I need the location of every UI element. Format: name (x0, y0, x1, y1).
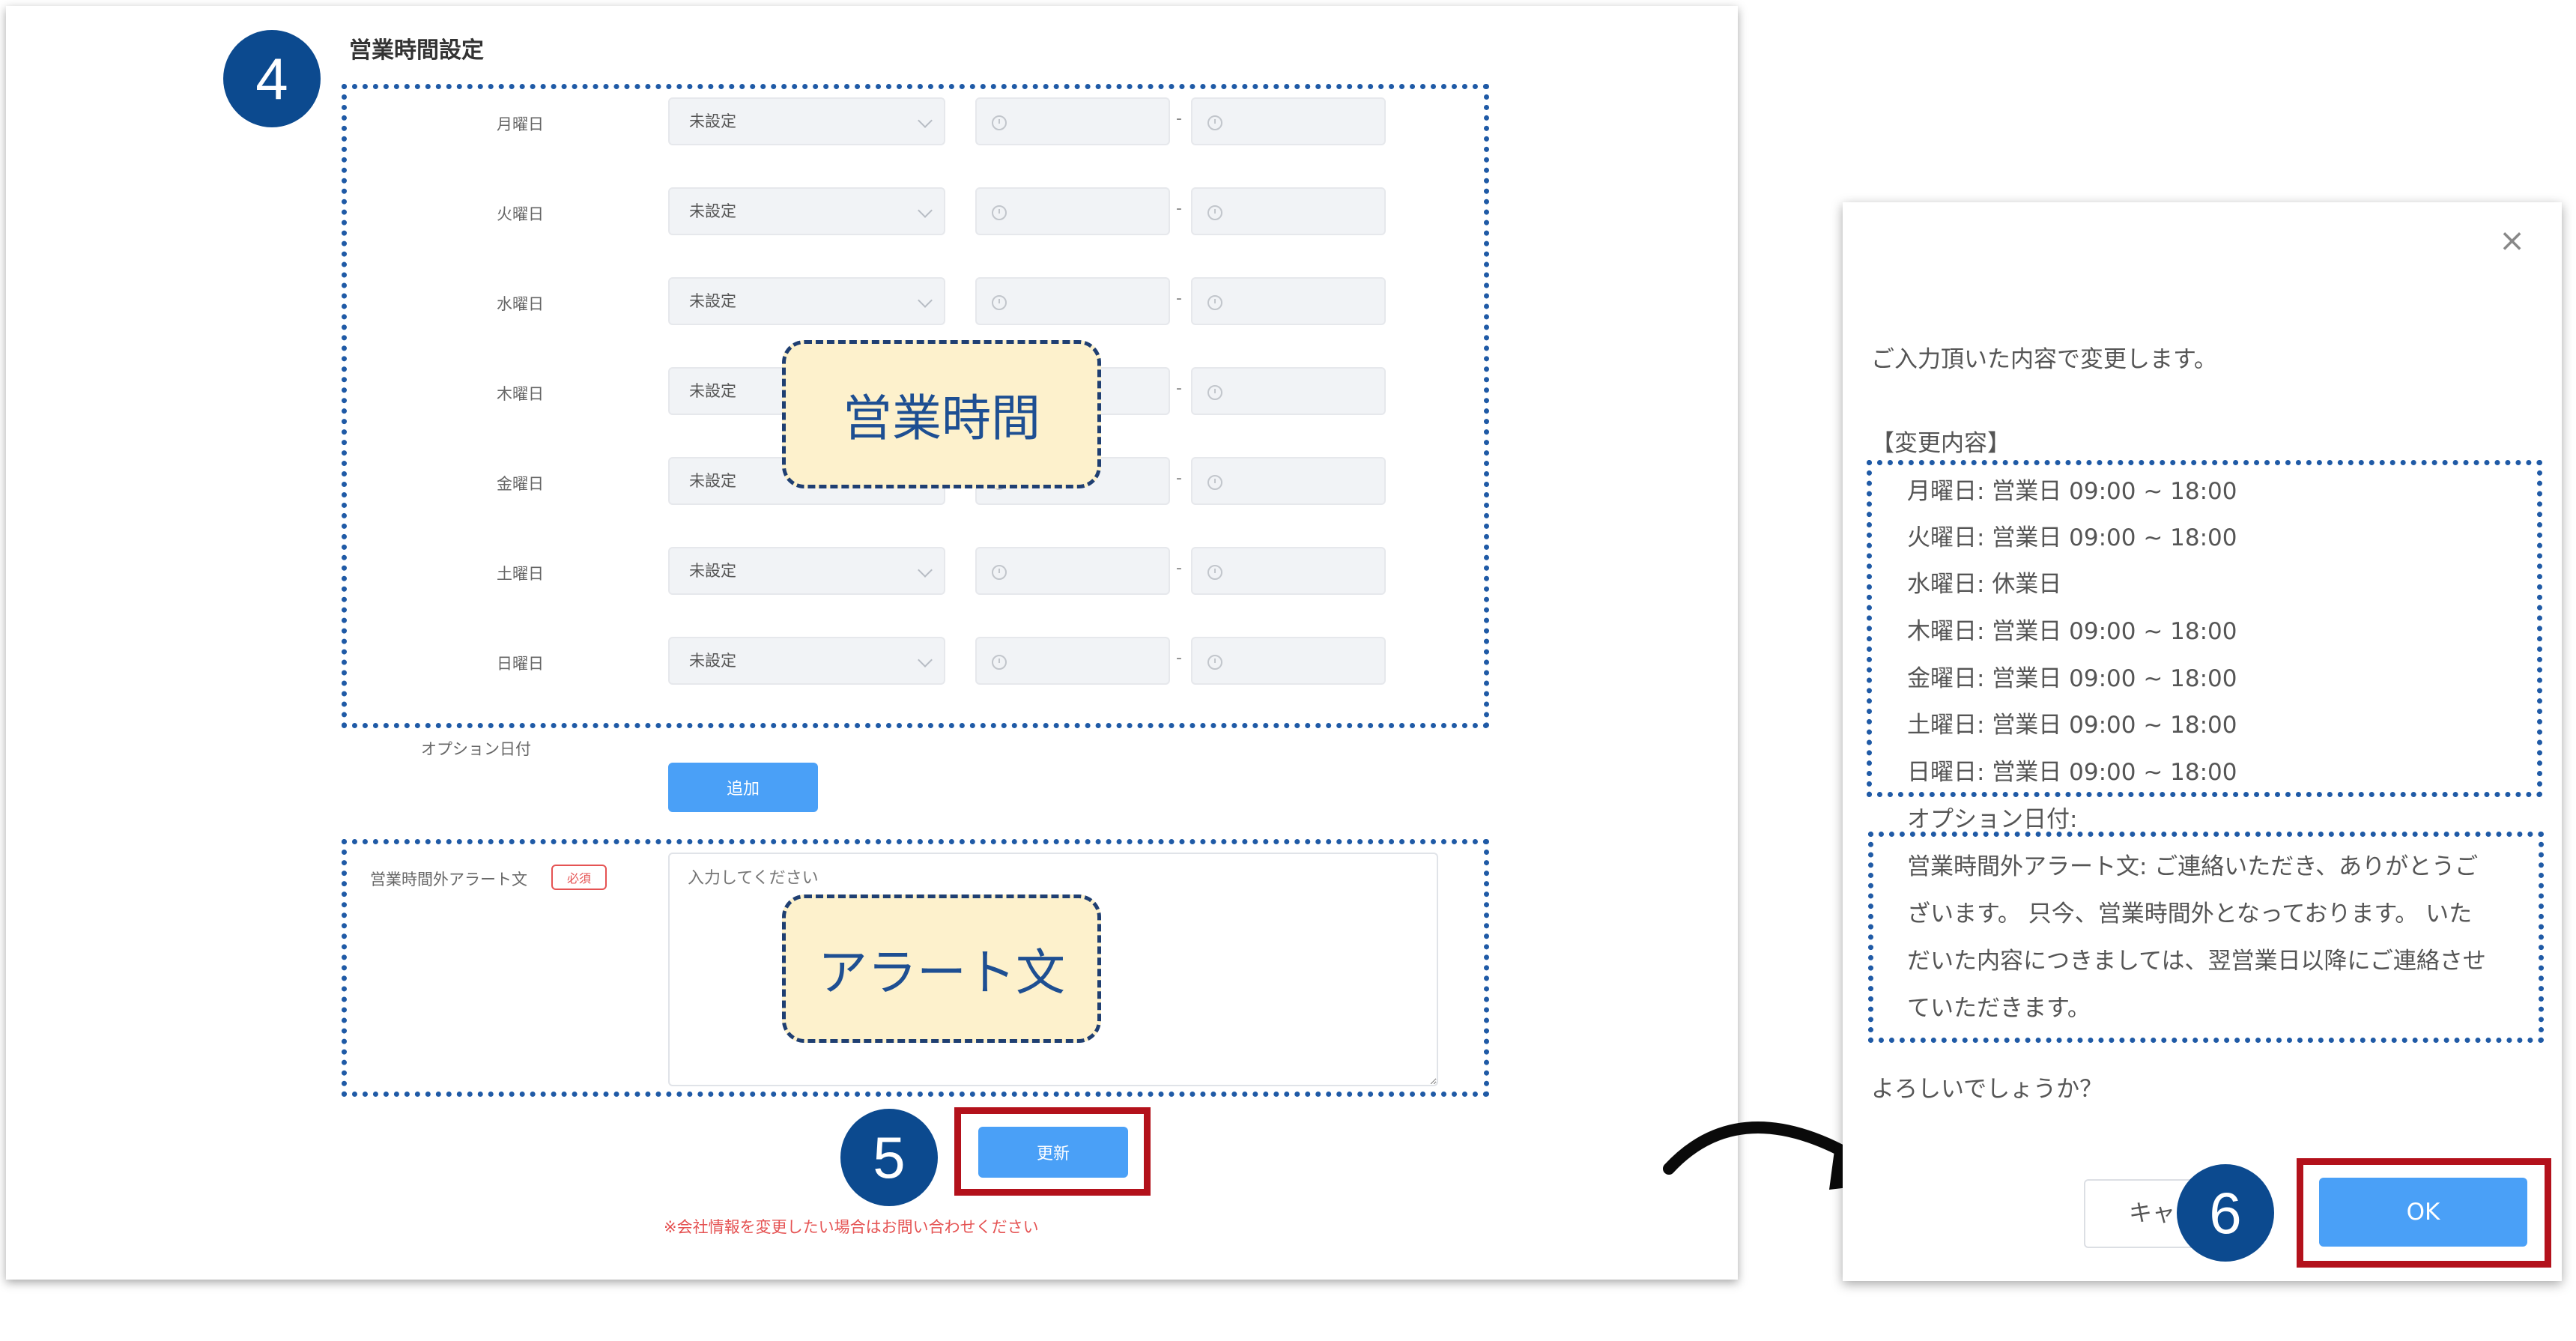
time-separator: - (1176, 199, 1182, 218)
alert-callout: アラート文 (782, 894, 1101, 1043)
hours-callout: 営業時間 (782, 340, 1101, 488)
clock-icon (1207, 385, 1222, 400)
end-time-sat[interactable] (1191, 547, 1386, 595)
clock-icon (1207, 565, 1222, 580)
clock-icon (992, 295, 1007, 310)
clock-icon (992, 655, 1007, 670)
day-select-mon[interactable]: 未設定 (668, 97, 945, 145)
day-label-tue: 火曜日 (497, 205, 544, 223)
change-line-sat: 土曜日: 営業日 09:00 ~ 18:00 (1907, 712, 2237, 739)
ok-highlight-frame (2297, 1158, 2551, 1268)
start-time-sat[interactable] (975, 547, 1170, 595)
clock-icon (992, 205, 1007, 220)
update-button[interactable]: 更新 (978, 1127, 1128, 1178)
day-label-sun: 日曜日 (497, 655, 544, 673)
end-time-sun[interactable] (1191, 637, 1386, 685)
cancel-button[interactable]: キャ (2084, 1179, 2204, 1248)
day-label-mon: 月曜日 (497, 115, 544, 133)
change-line-wed: 水曜日: 休業日 (1907, 571, 2062, 598)
option-date-label: オプション日付 (421, 740, 531, 758)
alert-line-2: ざいます。 只今、営業時間外となっております。 いた (1907, 900, 2473, 927)
select-value: 未設定 (689, 202, 736, 220)
end-time-fri[interactable] (1191, 457, 1386, 505)
day-select-tue[interactable]: 未設定 (668, 187, 945, 235)
start-time-tue[interactable] (975, 187, 1170, 235)
alert-line-4: ていただきます。 (1907, 995, 2091, 1022)
clock-icon (1207, 295, 1222, 310)
end-time-wed[interactable] (1191, 277, 1386, 325)
end-time-thu[interactable] (1191, 367, 1386, 415)
ok-button[interactable]: OK (2319, 1178, 2527, 1247)
start-time-sun[interactable] (975, 637, 1170, 685)
confirm-dialog (1843, 202, 2562, 1281)
alert-label: 営業時間外アラート文 (370, 871, 527, 889)
time-separator: - (1176, 109, 1182, 128)
change-line-thu: 木曜日: 営業日 09:00 ~ 18:00 (1907, 618, 2237, 645)
clock-icon (1207, 475, 1222, 490)
change-line-sun: 日曜日: 営業日 09:00 ~ 18:00 (1907, 759, 2237, 786)
update-highlight-frame (954, 1107, 1151, 1196)
required-badge: 必須 (551, 865, 607, 890)
alert-line-1: 営業時間外アラート文: ご連絡いただき、ありがとうご (1907, 853, 2479, 880)
start-time-mon[interactable] (975, 97, 1170, 145)
select-value: 未設定 (689, 562, 736, 580)
time-separator: - (1176, 469, 1182, 488)
step-marker-5: 5 (840, 1109, 938, 1206)
changes-highlight-box (1867, 460, 2542, 797)
day-label-thu: 木曜日 (497, 385, 544, 403)
change-line-mon: 月曜日: 営業日 09:00 ~ 18:00 (1907, 478, 2237, 505)
contact-note: ※会社情報を変更したい場合はお問い合わせください (664, 1218, 1039, 1236)
day-label-fri: 金曜日 (497, 475, 544, 493)
confirm-question: よろしいでしょうか？ (1871, 1076, 2103, 1103)
section-title: 営業時間設定 (349, 37, 484, 64)
select-value: 未設定 (689, 472, 736, 490)
changes-header: 【変更内容】 (1871, 430, 2010, 457)
option-date-line: オプション日付: (1907, 806, 2078, 833)
day-select-sat[interactable]: 未設定 (668, 547, 945, 595)
change-line-tue: 火曜日: 営業日 09:00 ~ 18:00 (1907, 524, 2237, 551)
select-value: 未設定 (689, 652, 736, 670)
clock-icon (1207, 205, 1222, 220)
select-value: 未設定 (689, 382, 736, 400)
change-line-fri: 金曜日: 営業日 09:00 ~ 18:00 (1907, 665, 2237, 692)
time-separator: - (1176, 649, 1182, 668)
select-value: 未設定 (689, 292, 736, 310)
hours-highlight-box (342, 84, 1489, 728)
step-marker-6: 6 (2177, 1164, 2274, 1262)
time-separator: - (1176, 559, 1182, 578)
step-marker-4: 4 (223, 30, 321, 127)
day-select-wed[interactable]: 未設定 (668, 277, 945, 325)
alert-text-highlight-box (1868, 832, 2544, 1043)
select-value: 未設定 (689, 112, 736, 130)
end-time-tue[interactable] (1191, 187, 1386, 235)
start-time-wed[interactable] (975, 277, 1170, 325)
clock-icon (1207, 655, 1222, 670)
clock-icon (992, 115, 1007, 130)
clock-icon (1207, 115, 1222, 130)
alert-highlight-box (342, 839, 1489, 1097)
time-separator: - (1176, 289, 1182, 308)
day-label-sat: 土曜日 (497, 565, 544, 583)
alert-line-3: だいた内容につきましては、翌営業日以降にご連絡させ (1907, 948, 2486, 975)
close-icon[interactable]: × (2499, 222, 2526, 258)
time-separator: - (1176, 379, 1182, 398)
day-select-sun[interactable]: 未設定 (668, 637, 945, 685)
clock-icon (992, 565, 1007, 580)
end-time-mon[interactable] (1191, 97, 1386, 145)
day-label-wed: 水曜日 (497, 295, 544, 313)
dialog-intro: ご入力頂いた内容で変更します。 (1871, 346, 2217, 373)
add-button[interactable]: 追加 (668, 763, 818, 812)
